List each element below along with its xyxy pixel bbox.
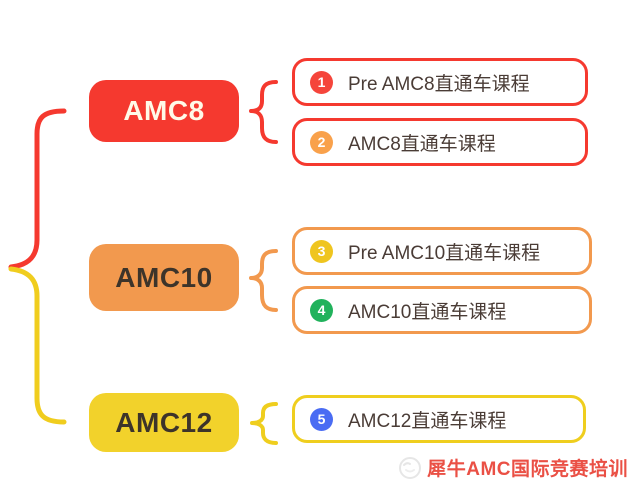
course-item: 4 AMC10直通车课程 [292, 286, 592, 334]
root-brace-bottom-segment [8, 266, 67, 425]
brand-watermark-text: 犀牛AMC国际竞赛培训 [427, 459, 628, 480]
course-item: 3 Pre AMC10直通车课程 [292, 227, 592, 275]
course-item: 5 AMC12直通车课程 [292, 395, 586, 443]
amc8-brace [249, 80, 278, 144]
course-label: Pre AMC10直通车课程 [348, 242, 541, 264]
course-label: AMC12直通车课程 [348, 410, 507, 432]
course-number-badge: 5 [310, 407, 333, 431]
course-label: Pre AMC8直通车课程 [348, 73, 530, 95]
course-number-badge: 3 [310, 239, 333, 263]
course-number-badge: 1 [310, 70, 333, 94]
mindmap-node-amc10: AMC10 [89, 244, 239, 311]
root-brace [8, 108, 67, 425]
course-item: 1 Pre AMC8直通车课程 [292, 58, 588, 106]
mindmap-node-amc8: AMC8 [89, 80, 239, 142]
course-number-badge: 4 [310, 298, 333, 322]
brand-watermark: 犀牛AMC国际竞赛培训 [398, 454, 628, 481]
course-number-badge: 2 [310, 130, 333, 154]
root-brace-top-segment [8, 108, 67, 270]
mindmap-node-amc12: AMC12 [89, 393, 239, 452]
course-label: AMC10直通车课程 [348, 301, 507, 323]
amc10-brace [249, 249, 278, 312]
course-label: AMC8直通车课程 [348, 133, 496, 155]
amc12-brace [250, 402, 278, 445]
rhino-logo-icon [399, 456, 422, 479]
course-item: 2 AMC8直通车课程 [292, 118, 588, 166]
